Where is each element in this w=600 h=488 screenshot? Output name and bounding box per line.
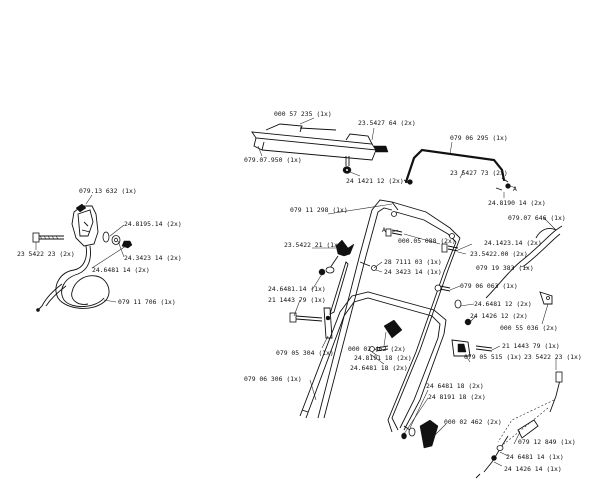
label-24-1426-12: 24 1426 12 (2x) bbox=[470, 312, 528, 320]
lower-right-clamp bbox=[475, 371, 563, 479]
part-labels: 079.13 632 (1x) 24.8195.14 (2x) 24.3423 … bbox=[17, 110, 582, 473]
label-23-5422-23-left: 23 5422 23 (2x) bbox=[17, 250, 75, 258]
label-23-5427-73: 23 5427 73 (2x) bbox=[450, 169, 508, 177]
label-24-1426-14: 24 1426 14 (1x) bbox=[504, 465, 562, 473]
label-079-11-298: 079 11 298 (1x) bbox=[290, 206, 348, 214]
label-000-02-462-low: 000 02 462 (2x) bbox=[444, 418, 502, 426]
label-a-left: A bbox=[382, 226, 386, 234]
label-000-55-036: 000 55 036 (2x) bbox=[500, 324, 558, 332]
left-leaders bbox=[35, 194, 127, 303]
label-24-8190-14: 24.8190 14 (2x) bbox=[488, 199, 546, 207]
label-24-6481-18-low: 24 6481 18 (2x) bbox=[426, 382, 484, 390]
lower-handle-frame bbox=[299, 291, 447, 431]
label-079-06-306: 079 06 306 (1x) bbox=[244, 375, 302, 383]
label-24-3423-14-left: 24.3423 14 (2x) bbox=[124, 254, 182, 262]
label-21-1443-79-right: 21 1443 79 (1x) bbox=[502, 342, 560, 350]
label-23-5422-00: 23.5422.00 (2x) bbox=[470, 250, 528, 258]
label-079-19-383: 079 19 383 (1x) bbox=[476, 264, 534, 272]
label-079-07-950: 079.07.950 (1x) bbox=[244, 156, 302, 164]
label-24-6481-18-mid: 24.6481 18 (2x) bbox=[350, 364, 408, 372]
throttle-cable-coil bbox=[36, 245, 110, 312]
label-23-5422-21: 23.5422 21 (1x) bbox=[284, 241, 342, 249]
main-leaders bbox=[293, 203, 557, 467]
label-24-8191-18-low: 24 8191 18 (2x) bbox=[428, 393, 486, 401]
upper-bracket-leaders bbox=[449, 141, 517, 198]
label-24-8195-14: 24.8195.14 (2x) bbox=[124, 220, 182, 228]
label-079-11-706: 079 11 706 (1x) bbox=[118, 298, 176, 306]
label-24-1423-14: 24.1423.14 (2x) bbox=[484, 239, 542, 247]
label-24-8191-18-mid: 24.8191 18 (2x) bbox=[354, 354, 412, 362]
label-21-1443-79-left: 21 1443 79 (1x) bbox=[268, 296, 326, 304]
label-24-6481-12: 24.6481 12 (2x) bbox=[474, 300, 532, 308]
label-24-6481-14-left: 24.6481 14 (2x) bbox=[92, 266, 150, 274]
upper-handle-frame bbox=[317, 199, 461, 433]
label-079-06-063: 079 06 063 (1x) bbox=[460, 282, 518, 290]
label-000-57-235: 000 57 235 (1x) bbox=[274, 110, 332, 118]
label-079-07-646: 079.07 646 (1x) bbox=[508, 214, 566, 222]
label-079-13-632: 079.13 632 (1x) bbox=[79, 187, 137, 195]
top-bar-leaders bbox=[257, 117, 375, 177]
upper-handle-bracket bbox=[403, 148, 511, 191]
throttle-lever-assembly bbox=[32, 203, 133, 249]
label-24-3423-14-mid: 24 3423 14 (1x) bbox=[384, 268, 442, 276]
cable-holder-bar bbox=[251, 123, 389, 174]
label-000-02-462-mid: 000 02 462 (2x) bbox=[348, 345, 406, 353]
label-24-6481-14-mid: 24.6481.14 (1x) bbox=[268, 285, 326, 293]
label-079-05-515: 079 05 515 (1x) bbox=[464, 353, 522, 361]
label-079-05-304: 079 05 304 (1x) bbox=[276, 349, 334, 357]
label-000-05-088: 000.05 088 (2x) bbox=[398, 237, 456, 245]
label-24-6481-14-low: 24 6481 14 (1x) bbox=[506, 453, 564, 461]
label-24-1421-12: 24 1421 12 (2x) bbox=[346, 177, 404, 185]
label-079-12-849: 079 12 849 (1x) bbox=[518, 438, 576, 446]
label-28-7111-03: 28 7111 03 (1x) bbox=[384, 258, 442, 266]
lower-knobs bbox=[369, 319, 439, 449]
label-23-5422-23-right: 23 5422 23 (1x) bbox=[524, 353, 582, 361]
label-23-5427-64: 23.5427 64 (2x) bbox=[358, 119, 416, 127]
right-pivot-hardware bbox=[434, 225, 563, 357]
label-a-top: A bbox=[513, 185, 517, 193]
label-079-06-295: 079 06 295 (1x) bbox=[450, 134, 508, 142]
